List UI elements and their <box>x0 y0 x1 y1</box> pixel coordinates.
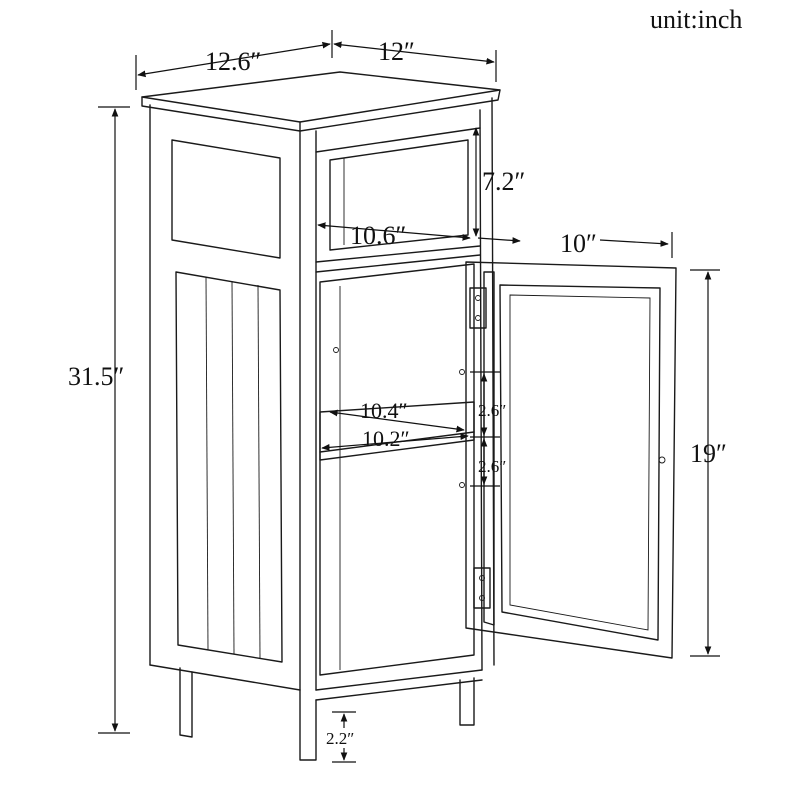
top-width-label: 12.6″ <box>205 47 261 76</box>
shelf-gap-lower-label: 2.6″ <box>478 457 506 476</box>
inner-shelf-depth-label: 10.4″ <box>360 398 408 423</box>
door-width-label: 10″ <box>560 229 597 258</box>
dimension-lines <box>98 30 720 763</box>
total-height-label: 31.5″ <box>68 362 124 391</box>
open-shelf-height-label: 7.2″ <box>482 167 525 196</box>
leg-height-label: 2.2″ <box>326 729 354 748</box>
open-shelf-width-label: 10.6″ <box>350 221 406 250</box>
cabinet-door <box>465 261 677 659</box>
top-depth-label: 12″ <box>378 37 415 66</box>
shelf-gap-upper-label: 2.6″ <box>478 401 506 420</box>
inner-shelf-width-label: 10.2″ <box>362 426 410 451</box>
cabinet-body <box>141 71 501 761</box>
unit-label: unit:inch <box>650 5 742 34</box>
door-height-label: 19″ <box>690 439 727 468</box>
